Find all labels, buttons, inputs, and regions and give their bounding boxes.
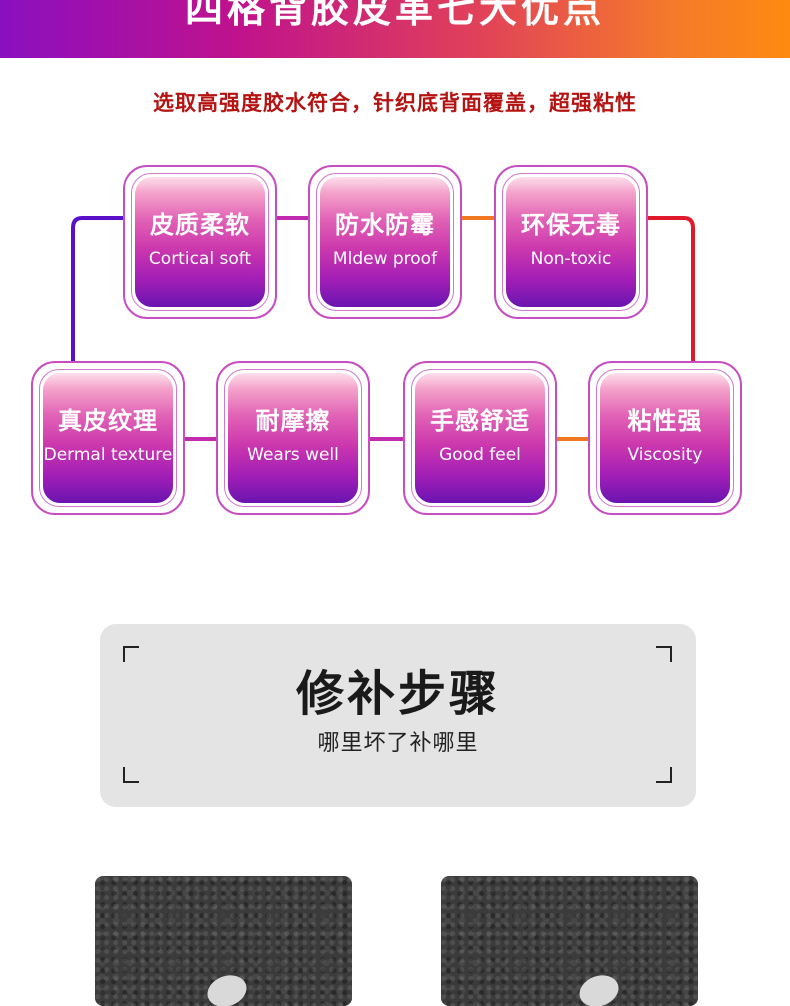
feature-title: 耐摩擦 bbox=[255, 407, 331, 435]
corner-bracket-icon bbox=[123, 767, 139, 783]
feature-caption: Non-toxic bbox=[530, 249, 612, 269]
repair-steps-header: 修补步骤 哪里坏了补哪里 bbox=[100, 624, 696, 807]
feature-title: 粘性强 bbox=[627, 407, 703, 435]
feature-caption: Viscosity bbox=[627, 445, 703, 465]
feature-card-texture: 真皮纹理 Dermal texture bbox=[31, 361, 185, 515]
feature-card-nontoxic: 环保无毒 Non-toxic bbox=[494, 165, 648, 319]
feature-caption: Wears well bbox=[247, 445, 339, 465]
feature-subtitle: 选取高强度胶水符合，针织底背面覆盖，超强粘性 bbox=[153, 91, 637, 115]
corner-bracket-icon bbox=[123, 646, 139, 662]
top-banner: 四格背胶皮革七大优点 bbox=[0, 0, 790, 58]
feature-card-feel: 手感舒适 Good feel bbox=[403, 361, 557, 515]
feature-title: 环保无毒 bbox=[521, 211, 621, 239]
feature-card-soft: 皮质柔软 Cortical soft bbox=[123, 165, 277, 319]
feature-caption: Dermal texture bbox=[43, 445, 173, 465]
feature-caption: Mldew proof bbox=[332, 249, 438, 269]
feature-card-viscosity: 粘性强 Viscosity bbox=[588, 361, 742, 515]
repair-steps-subtitle: 哪里坏了补哪里 bbox=[317, 731, 479, 756]
feature-title: 真皮纹理 bbox=[58, 407, 158, 435]
feature-card-mildew: 防水防霉 Mldew proof bbox=[308, 165, 462, 319]
banner-title: 四格背胶皮革七大优点 bbox=[184, 0, 605, 31]
repair-steps-title: 修补步骤 bbox=[295, 666, 500, 722]
feature-title: 皮质柔软 bbox=[150, 211, 250, 239]
feature-card-wear: 耐摩擦 Wears well bbox=[216, 361, 370, 515]
damage-hole bbox=[575, 970, 623, 1006]
feature-caption: Cortical soft bbox=[148, 249, 252, 269]
connector-right-bracket bbox=[648, 216, 695, 370]
leather-sample-image-after bbox=[441, 876, 698, 1006]
feature-caption: Good feel bbox=[439, 445, 521, 465]
corner-bracket-icon bbox=[656, 646, 672, 662]
corner-bracket-icon bbox=[656, 767, 672, 783]
feature-title: 手感舒适 bbox=[430, 407, 530, 435]
damage-hole bbox=[203, 970, 251, 1006]
connector-left-bracket bbox=[71, 216, 126, 370]
feature-title: 防水防霉 bbox=[335, 211, 435, 239]
leather-sample-image-before bbox=[95, 876, 352, 1006]
